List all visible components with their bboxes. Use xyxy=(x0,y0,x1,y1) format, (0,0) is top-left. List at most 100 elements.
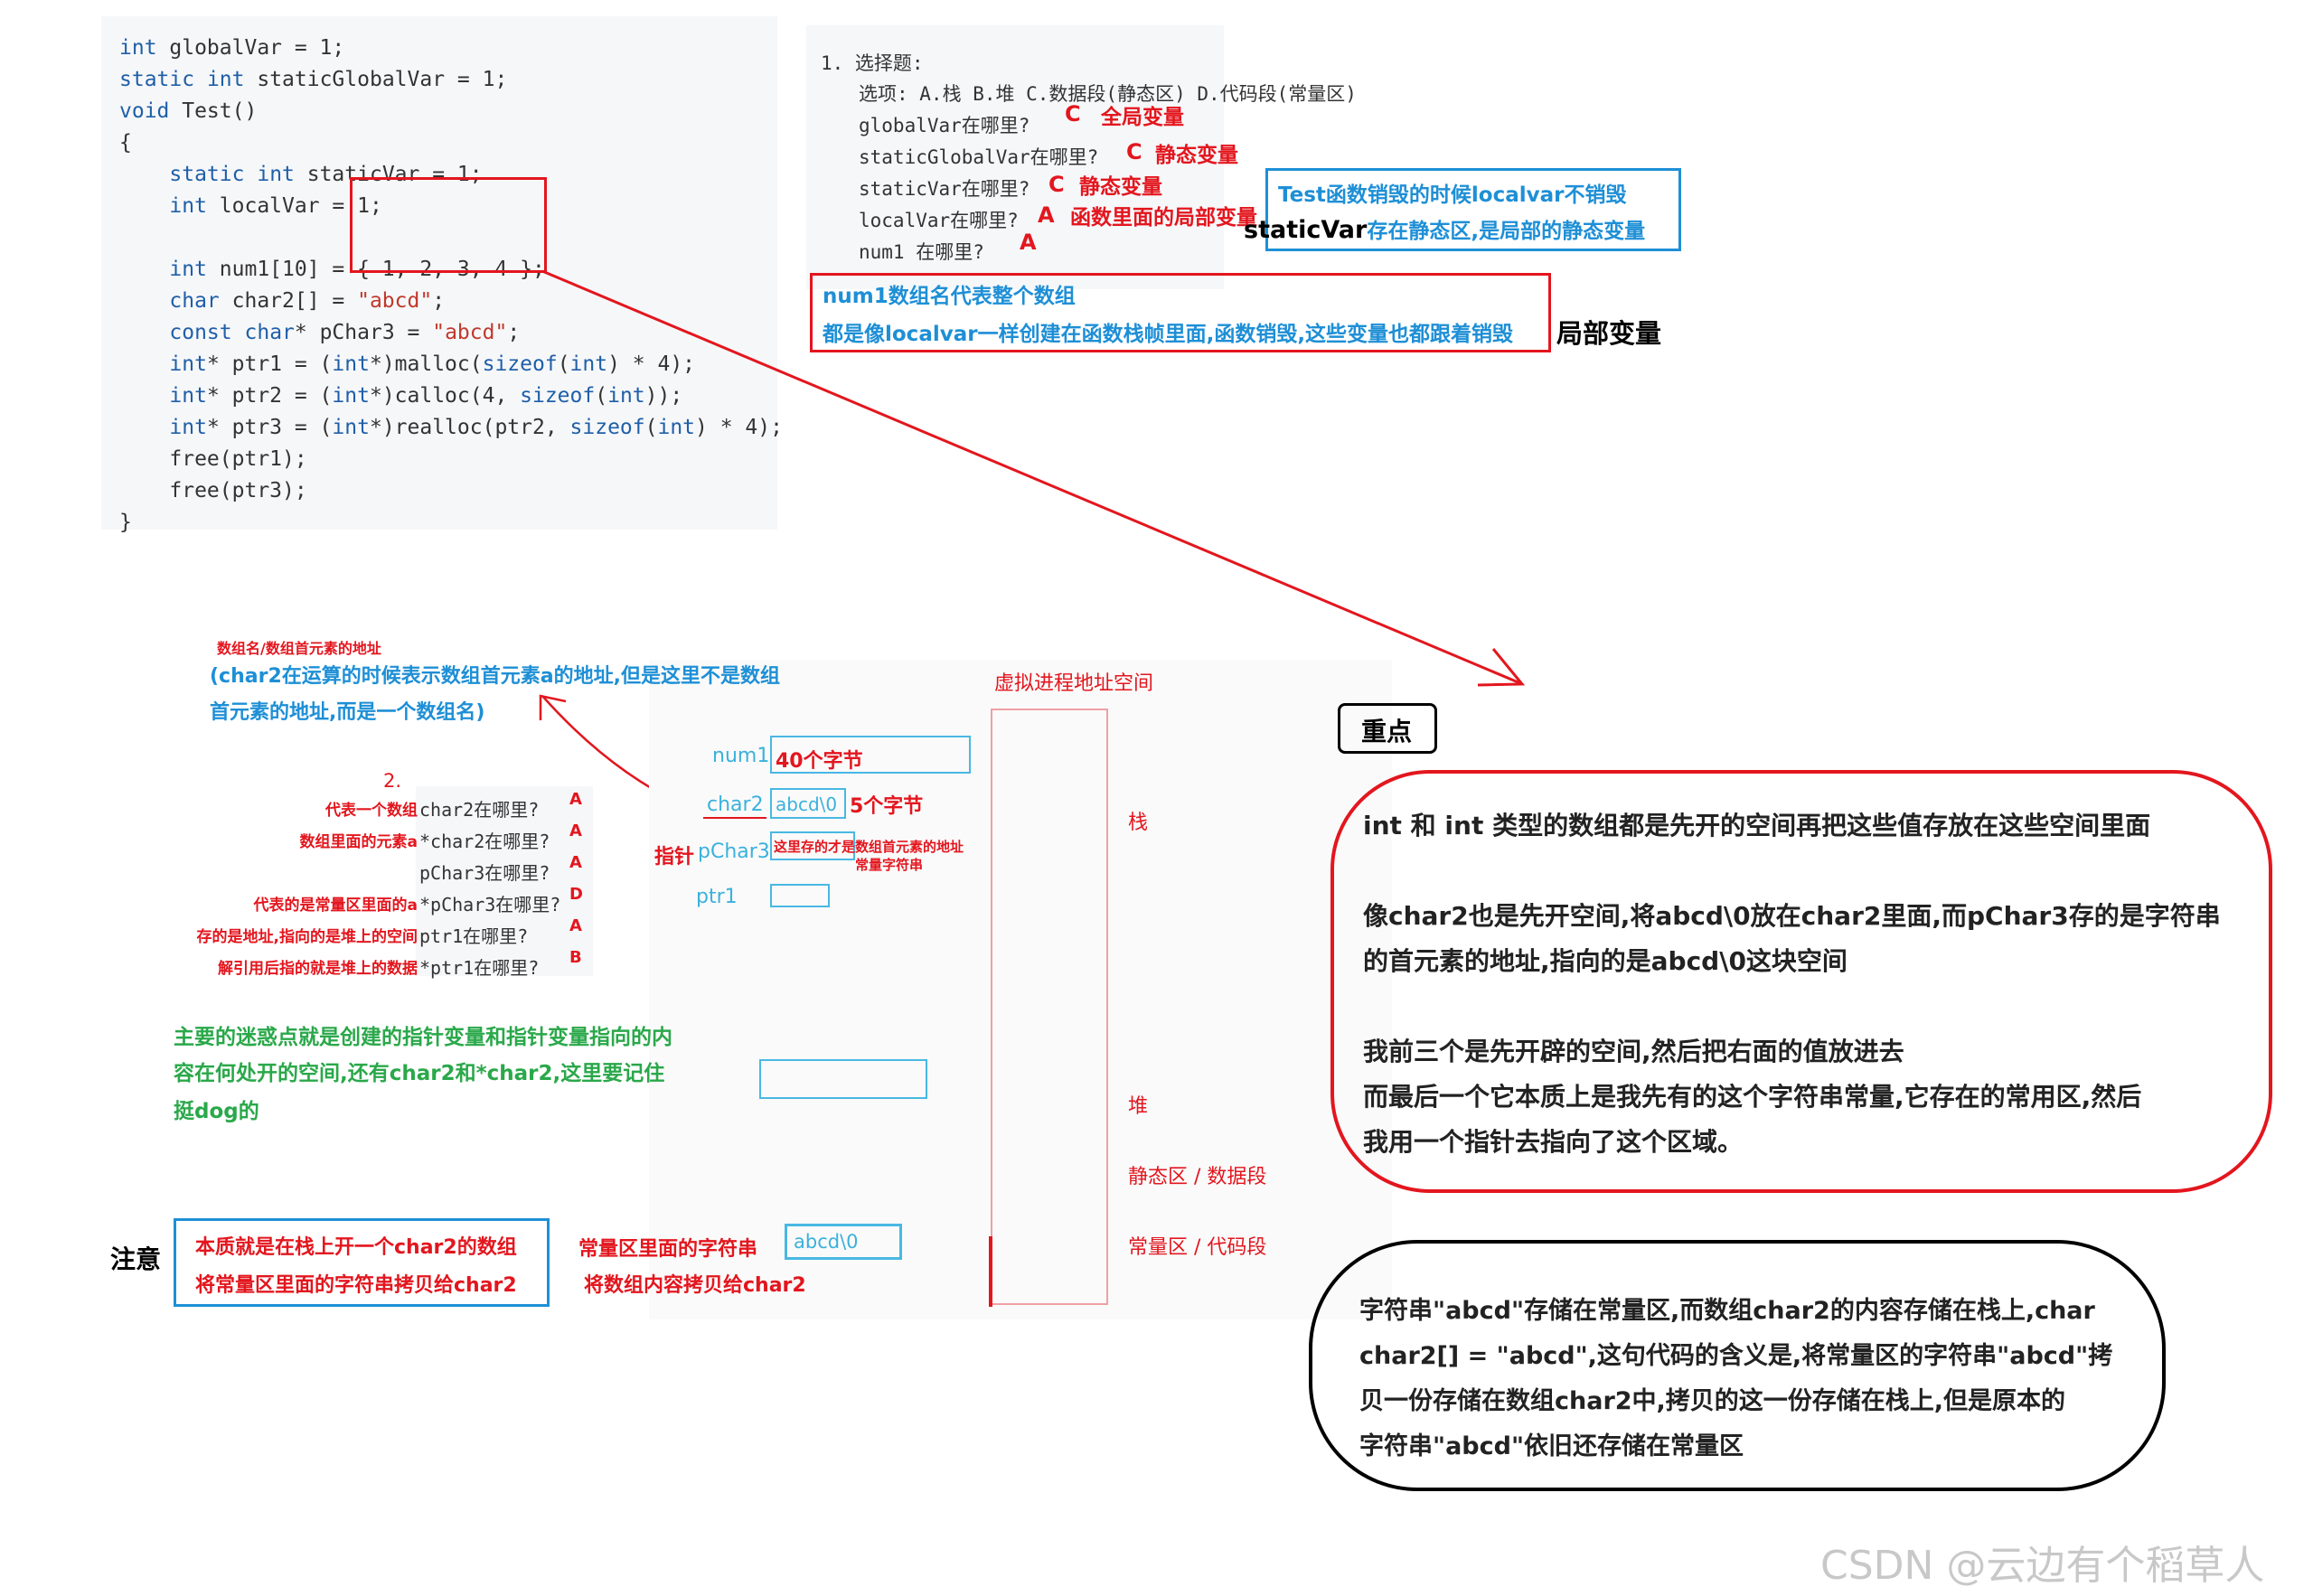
mem-pchar3-note2: 常量字符串 xyxy=(855,857,924,873)
static-var-name: staticVar xyxy=(1244,216,1368,244)
mem-pointer-label: 指针 xyxy=(654,846,695,868)
section2-note: 代表一个数组 xyxy=(325,802,418,820)
mem-char2-underline xyxy=(703,817,766,819)
section2-answer: A xyxy=(569,821,582,840)
section2-question: *pChar3在哪里? xyxy=(419,894,561,915)
section2-answer: A xyxy=(569,916,582,935)
quiz-q1-note: 全局变量 xyxy=(1101,106,1184,129)
code-panel: int globalVar = 1; static int staticGloba… xyxy=(101,16,783,534)
quiz-q2-answer: C xyxy=(1126,139,1142,164)
code-line: int* ptr1 = (int*)malloc(sizeof(int) * 4… xyxy=(169,352,696,376)
summary-red-line: 我用一个指针去指向了这个区域。 xyxy=(1363,1127,1744,1157)
code-line: static int staticGlobalVar = 1; xyxy=(119,68,508,91)
summary-red-line: 而最后一个它本质上是我先有的这个字符串常量,它存在的常用区,然后 xyxy=(1363,1082,2142,1112)
char2-arrowhead xyxy=(539,694,567,720)
long-red-arrowhead xyxy=(1477,648,1526,687)
attention-label: 注意 xyxy=(110,1244,162,1274)
summary-black-line: 字符串"abcd"存储在常量区,而数组char2的内容存储在栈上,char xyxy=(1359,1297,2095,1325)
section2-question: pChar3在哪里? xyxy=(419,862,550,884)
quiz-q3: staticVar在哪里? xyxy=(859,178,1030,200)
code-line: int num1[10] = { 1, 2, 3, 4 }; xyxy=(169,258,545,281)
section2-question: ptr1在哪里? xyxy=(419,925,529,947)
summary-black-line: char2[] = "abcd",这句代码的含义是,将常量区的字符串"abcd"… xyxy=(1359,1342,2113,1370)
code-line: const char* pChar3 = "abcd"; xyxy=(169,321,521,344)
section2-answer: B xyxy=(569,948,582,967)
code-line: { xyxy=(119,131,132,155)
code-line: int globalVar = 1; xyxy=(119,36,345,60)
code-line: char char2[] = "abcd"; xyxy=(169,289,446,313)
code-line: } xyxy=(119,511,132,534)
summary-red-line: 像char2也是先开空间,将abcd\0放在char2里面,而pChar3存的是… xyxy=(1363,901,2221,931)
essence-box xyxy=(174,1218,550,1307)
mem-num1-size: 40个字节 xyxy=(776,750,863,773)
summary-black-line: 字符串"abcd"依旧还存储在常量区 xyxy=(1359,1432,1744,1460)
code-line: free(ptr1); xyxy=(119,447,307,471)
confuse-note-line1: 主要的迷惑点就是创建的指针变量和指针变量指向的内 xyxy=(174,1026,672,1049)
mem-heap-block xyxy=(759,1059,927,1099)
quiz-q2: staticGlobalVar在哪里? xyxy=(859,146,1099,168)
code-line: int* ptr3 = (int*)realloc(ptr2, sizeof(i… xyxy=(169,416,783,439)
num1-note-line2: 都是像localvar一样创建在函数栈帧里面,函数销毁,这些变量也都跟着销毁 xyxy=(823,323,1514,346)
mem-char2-value: abcd\0 xyxy=(776,793,838,815)
arr-note-line1: (char2在运算的时候表示数组首元素a的地址,但是这里不是数组 xyxy=(210,665,780,688)
mem-const-value: abcd\0 xyxy=(794,1231,859,1253)
section2-panel xyxy=(416,786,593,976)
summary-black-line: 贝一份存储在数组char2中,拷贝的这一份存储在栈上,但是原本的 xyxy=(1359,1387,2066,1415)
mem-ptr1-cell xyxy=(770,884,830,907)
memory-diagram-bg xyxy=(649,660,1392,1319)
essence-line1: 本质就是在栈上开一个char2的数组 xyxy=(195,1236,517,1259)
key-point-label: 重点 xyxy=(1361,717,1413,746)
num1-note-box xyxy=(810,273,1551,352)
code-line: void Test() xyxy=(119,99,258,123)
essence-line2: 将常量区里面的字符串拷贝给char2 xyxy=(195,1274,517,1297)
section2-question: *char2在哪里? xyxy=(419,831,550,852)
key-point-box xyxy=(1338,703,1437,754)
quiz-q1-answer: C xyxy=(1065,101,1081,127)
quiz-q2-note: 静态变量 xyxy=(1155,144,1238,167)
address-space-bottom-edge xyxy=(989,1236,992,1307)
section2-title: 2. xyxy=(383,770,402,792)
static-var-desc: 存在静态区,是局部的静态变量 xyxy=(1367,220,1646,243)
quiz-q3-answer: C xyxy=(1048,172,1065,197)
mem-pchar3-label: pChar3 xyxy=(698,840,770,863)
section2-answer: D xyxy=(569,885,583,904)
summary-red-line: 我前三个是先开辟的空间,然后把右面的值放进去 xyxy=(1363,1037,1904,1066)
quiz-q4: localVar在哪里? xyxy=(859,210,1019,231)
section2-answer: A xyxy=(569,853,582,872)
watermark: CSDN @云边有个稻草人 xyxy=(1820,1543,2265,1589)
static-var-note-line2: staticVar存在静态区,是局部的静态变量 xyxy=(1244,213,1645,244)
code-line: int* ptr2 = (int*)calloc(4, sizeof(int))… xyxy=(169,384,683,408)
mem-ptr1-label: ptr1 xyxy=(696,886,738,908)
code-line: int localVar = 1; xyxy=(169,194,382,218)
section2-note: 数组里面的元素a xyxy=(299,833,418,851)
quiz-q5-answer: A xyxy=(1020,230,1037,255)
section2-question: *ptr1在哪里? xyxy=(419,957,540,979)
mem-num1-label: num1 xyxy=(712,745,770,767)
highlight-box-code xyxy=(350,177,547,273)
address-space-column xyxy=(991,709,1108,1305)
const-str-note-line1: 常量区里面的字符串 xyxy=(578,1238,758,1261)
mem-pchar3-cell xyxy=(770,831,855,860)
code-line: static int staticVar = 1; xyxy=(169,163,483,186)
mem-stack-label: 栈 xyxy=(1128,812,1149,834)
static-var-note-line1: Test函数销毁的时候localvar不销毁 xyxy=(1278,183,1627,207)
summary-black-oval xyxy=(1309,1240,2166,1491)
mem-static-seg-label: 静态区 / 数据段 xyxy=(1128,1166,1267,1188)
code-line: free(ptr3); xyxy=(119,479,307,502)
mem-char2-label: char2 xyxy=(707,793,764,816)
quiz-panel xyxy=(806,25,1224,289)
arr-note-title: 数组名/数组首元素的地址 xyxy=(217,640,381,657)
const-str-note-line2: 将数组内容拷贝给char2 xyxy=(584,1274,806,1297)
quiz-title: 1. 选择题: xyxy=(821,52,924,74)
section2-question: char2在哪里? xyxy=(419,799,540,821)
mem-heap-label: 堆 xyxy=(1128,1095,1149,1118)
local-var-label: 局部变量 xyxy=(1556,318,1662,349)
num1-note-line1: num1数组名代表整个数组 xyxy=(823,285,1076,308)
quiz-q4-answer: A xyxy=(1038,202,1055,228)
confuse-note-line2: 容在何处开的空间,还有char2和*char2,这里要记住 xyxy=(174,1062,665,1085)
summary-red-oval xyxy=(1330,770,2272,1193)
section2-note: 代表的是常量区里面的a xyxy=(253,897,418,915)
mem-const-seg-label: 常量区 / 代码段 xyxy=(1128,1236,1267,1259)
memory-title: 虚拟进程地址空间 xyxy=(994,672,1154,695)
mem-char2-cell xyxy=(770,788,846,819)
